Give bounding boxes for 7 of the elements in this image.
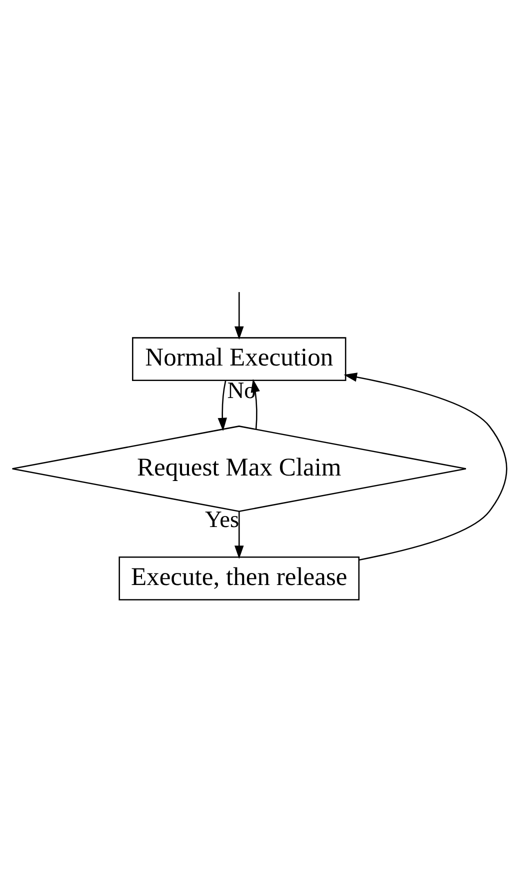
node-box: Execute, then release xyxy=(118,556,360,600)
arrow xyxy=(234,510,244,558)
node-diamond: Request Max Claim xyxy=(12,425,467,512)
arrow xyxy=(344,372,508,560)
arrow xyxy=(234,292,244,340)
arrow xyxy=(218,380,227,431)
node-box: Normal Execution xyxy=(132,336,346,381)
